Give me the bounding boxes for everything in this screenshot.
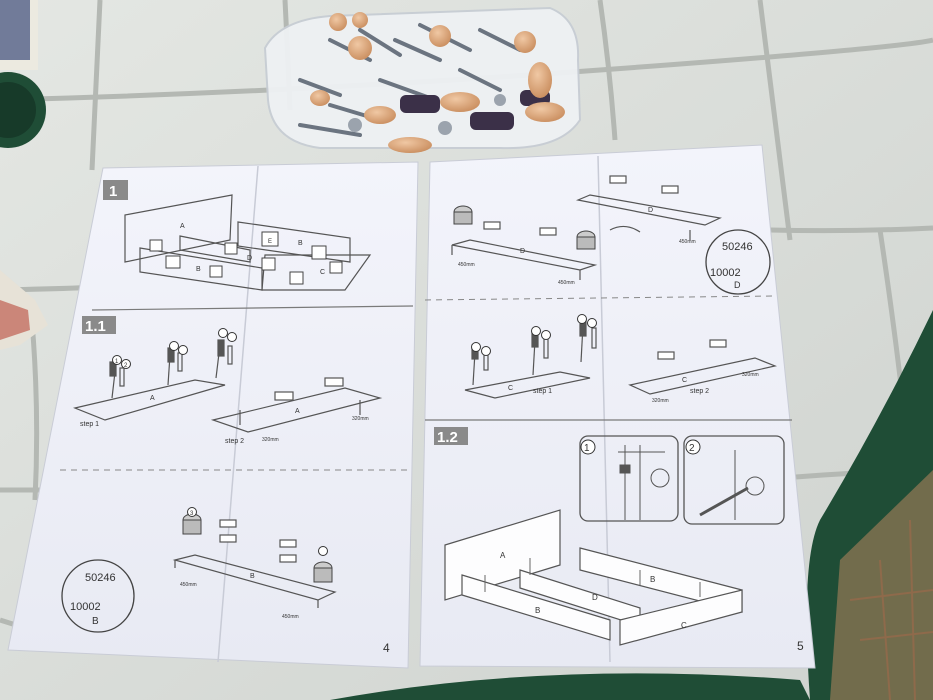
part-c-label: C <box>320 269 325 276</box>
measure-450-right-c: 450mm <box>679 239 696 245</box>
cam-lock-icons <box>182 507 333 583</box>
part-a-label-3: A <box>295 408 300 415</box>
sub-step-1-diagram <box>73 339 233 421</box>
step-1-box <box>103 180 128 200</box>
badge-code-top-left: 50246 <box>85 572 116 584</box>
part-e-label: E <box>268 239 272 245</box>
measure-450-right-b: 450mm <box>558 280 575 286</box>
part-c-label-right-2: C <box>682 377 687 384</box>
frame-assembly-diagram <box>444 509 743 646</box>
sub-step-1-diagram-right <box>464 319 597 399</box>
step-1-2-box <box>434 427 468 445</box>
measure-450-left: 450mm <box>180 582 197 588</box>
callout-1: 1 <box>115 359 119 365</box>
callout-3: 3 <box>190 511 194 517</box>
floor-tile-lines <box>849 519 933 700</box>
cam-lock-diagram <box>172 519 337 608</box>
cam-board-diagram <box>451 221 598 280</box>
measure-450-right-a: 450mm <box>458 262 475 268</box>
instruction-sheet-left: 1 A B B C D E 1.1 <box>7 161 419 669</box>
page-number-left: 4 <box>383 641 390 655</box>
measure-450-right: 450mm <box>282 614 299 620</box>
part-badge-left <box>61 559 135 633</box>
sub-step-1-label: step 1 <box>80 421 99 428</box>
step-1-2-label: 1.2 <box>437 429 458 446</box>
detail-box-1 <box>579 435 679 522</box>
part-d-label-right-2: D <box>648 207 653 214</box>
step-1-label: 1 <box>109 183 117 200</box>
sub-step-1-label-right: step 1 <box>533 388 552 395</box>
part-b-label-2: B <box>196 266 201 273</box>
instruction-sheet-right: D 450mm 450mm D 450mm 50246 10002 D <box>419 144 816 669</box>
badge-code-top-right: 50246 <box>722 241 753 253</box>
detail-box-2 <box>683 435 785 525</box>
hardware-bag <box>263 6 582 153</box>
badge-part-right: D <box>734 280 741 290</box>
part-b-label-3: B <box>250 573 255 580</box>
part-a-label: A <box>180 223 185 230</box>
page-number-right: 5 <box>797 639 804 653</box>
detail-2-label: 2 <box>689 443 695 454</box>
table-edge-bottom <box>330 673 810 700</box>
part-d-label: D <box>247 255 252 262</box>
part-b-label-right-2: B <box>650 575 655 584</box>
part-badge-right <box>705 229 771 295</box>
flip-board-diagram <box>575 175 722 240</box>
step-1-1-label: 1.1 <box>85 318 106 335</box>
part-d-label-right: D <box>520 248 525 255</box>
part-d-label-right-3: D <box>592 593 598 602</box>
badge-code-bottom-right: 10002 <box>710 267 741 279</box>
sub-step-2-label: step 2 <box>225 438 244 445</box>
part-c-label-right-3: C <box>681 621 687 630</box>
measure-320-right-b: 320mm <box>742 372 759 378</box>
callout-2: 2 <box>124 363 128 369</box>
part-a-label-right: A <box>500 551 506 560</box>
detail-1-label: 1 <box>584 443 590 454</box>
callouts-step1 <box>112 328 237 369</box>
sub-step-2-label-right: step 2 <box>690 388 709 395</box>
part-c-label-right: C <box>508 385 513 392</box>
cam-lock-icons-right <box>453 205 596 250</box>
part-a-label-2: A <box>150 395 155 402</box>
step-1-1-box <box>82 316 116 334</box>
badge-part-left: B <box>92 616 99 627</box>
badge-code-bottom-left: 10002 <box>70 601 101 613</box>
measure-320-right-a: 320mm <box>652 398 669 404</box>
measure-320-left: 320mm <box>262 437 279 443</box>
part-b-label: B <box>298 240 303 247</box>
connector-marks <box>149 231 343 285</box>
sub-step-2-diagram-right <box>628 339 778 395</box>
measure-320-right: 320mm <box>352 416 369 422</box>
part-b-label-right: B <box>535 606 540 615</box>
sub-step-2-diagram <box>210 377 383 433</box>
